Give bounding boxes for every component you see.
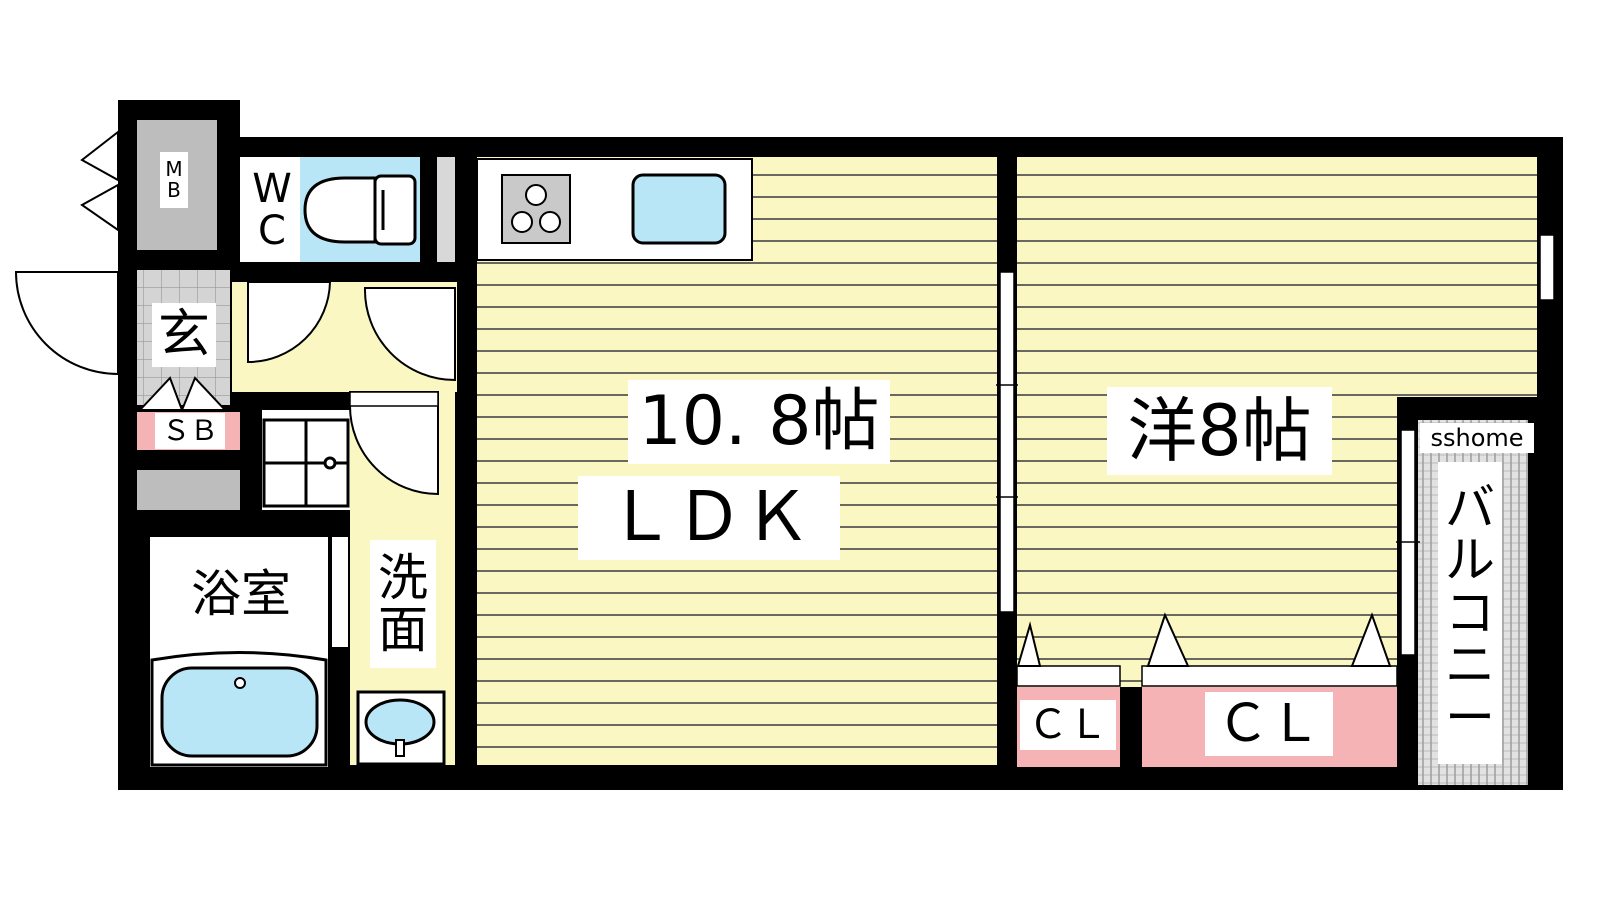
closet-large-door: [1141, 665, 1398, 687]
sb-door-symbol: [137, 376, 228, 411]
sliding-door: [999, 271, 1015, 613]
washroom-label: 洗 面: [370, 540, 436, 668]
entrance-label: 玄: [152, 303, 216, 367]
kitchen-sink-icon: [631, 173, 727, 245]
mb-door-symbol: [80, 129, 119, 232]
watermark-text: sshome: [1420, 423, 1534, 453]
western-floor: [1017, 157, 1537, 397]
closet-small-door: [1016, 665, 1121, 687]
partition-wall: [997, 157, 1017, 272]
sb-label: ＳＢ: [161, 414, 218, 447]
balcony-char-4: ニ: [1445, 636, 1495, 695]
wc-partition: [437, 157, 455, 262]
bath-label: 浴室: [176, 563, 306, 625]
closet-door-symbols: [1016, 612, 1392, 667]
wc-floor-white: [240, 157, 300, 262]
balcony-char-2: ル: [1445, 531, 1495, 590]
closet-small-label: ＣＬ: [1020, 700, 1116, 750]
mb-char-2: B: [167, 178, 181, 202]
sliding-door-marks: [996, 384, 1018, 498]
balcony-char-1: バ: [1445, 478, 1495, 537]
front-door: [14, 271, 119, 376]
wc-char-2: C: [258, 208, 286, 254]
ldk-door: [363, 287, 456, 382]
washroom-char-2: 面: [378, 601, 428, 659]
balcony-char-5: ー: [1445, 688, 1495, 747]
window-right: [1539, 234, 1555, 301]
wc-label: W C: [244, 164, 300, 256]
bath-door-area: [332, 537, 348, 647]
bathtub-icon: [150, 651, 328, 767]
closet-large-label: ＣＬ: [1205, 692, 1333, 756]
partition-wall-lower: [997, 612, 1017, 782]
wc-char-1: W: [252, 166, 292, 212]
balcony-label: バ ル コ ニ ー: [1438, 462, 1502, 764]
stove-burner-icon: [511, 184, 561, 233]
western-room-label: 洋8帖: [1107, 387, 1332, 475]
toilet-icon: [303, 174, 417, 246]
balcony-char-3: コ: [1445, 583, 1495, 642]
door-swings: [14, 271, 456, 496]
sb-label-bg: [155, 413, 225, 449]
washroom-door: [349, 391, 439, 496]
washbasin-icon: [356, 690, 446, 766]
mb-label: M B: [160, 152, 188, 208]
washroom-door-panel: [349, 391, 439, 407]
mb-char-1: M: [165, 157, 183, 181]
washroom-char-1: 洗: [378, 548, 428, 607]
kitchen-counter: [476, 158, 753, 261]
wc-door: [247, 281, 332, 364]
ldk-type-label: ＬＤＫ: [578, 476, 840, 560]
ldk-area-label: 10. 8帖: [628, 380, 890, 464]
gray-shelf: [137, 470, 240, 510]
washer-pan-icon: [262, 418, 350, 508]
